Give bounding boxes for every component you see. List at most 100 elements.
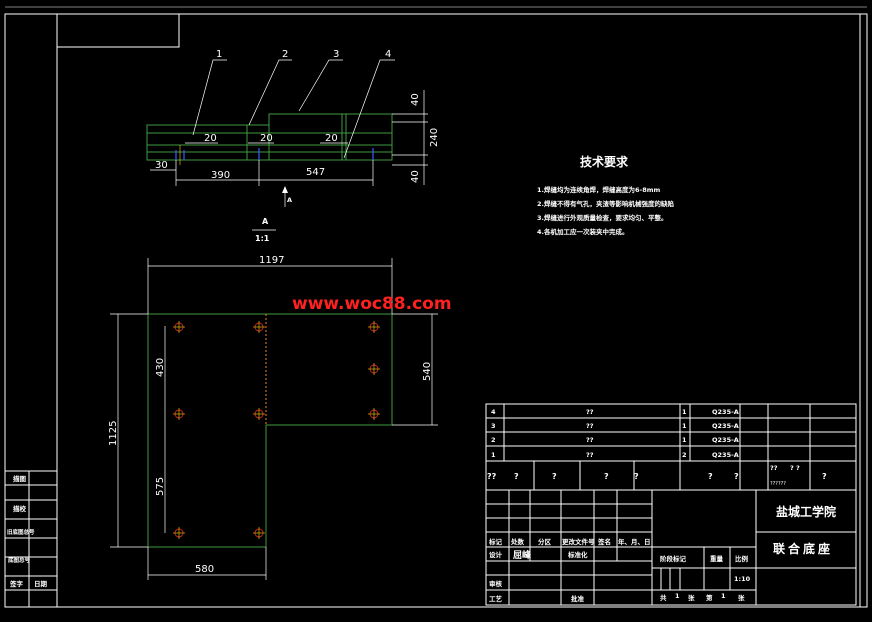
- callout-2: 2: [282, 49, 288, 60]
- tech-req-item-4: 4.各机加工应一次装夹中完成。: [537, 227, 629, 236]
- dim-h540: 540: [422, 362, 433, 381]
- tb-date: 年、月、日: [618, 537, 651, 546]
- side-block: 描图 描校 旧底图总号 底图总号 签字 日期: [4, 470, 58, 608]
- bom-row-3-material: Q235-A: [712, 436, 739, 444]
- dim-gap2: 20: [260, 133, 273, 144]
- tb-mark: 标记: [488, 537, 503, 546]
- tb-sign: 签名: [597, 537, 611, 546]
- tb-process: 工艺: [489, 594, 503, 603]
- hole-7: [368, 408, 380, 420]
- title-block: 标记 处数 分区 更改文件号 签名 年、月、日 设计 屈峰 标准化 审核 工艺 …: [485, 489, 857, 606]
- section-scale-note: A 1:1: [252, 217, 276, 243]
- dim-h240: 240: [429, 128, 440, 147]
- hole-3: [368, 321, 380, 333]
- watermark: www.woc88.com: [292, 294, 452, 314]
- tb-stage: 阶段标记: [660, 554, 687, 563]
- dim-h40-top: 40: [410, 93, 421, 106]
- bom-row-4-no: 1: [491, 451, 496, 459]
- bom-header-8: ? ?: [790, 464, 800, 472]
- section-letter: A: [262, 217, 269, 226]
- mounting-holes: [173, 321, 380, 539]
- dim-w390: 390: [211, 170, 230, 181]
- bom-row-3-name: ??: [586, 436, 594, 444]
- tb-zone: 分区: [538, 537, 552, 546]
- beam-part-1: [146, 124, 248, 161]
- dim-w580: 580: [195, 564, 214, 575]
- hole-6: [253, 408, 265, 420]
- bom-header-4: ?: [634, 472, 639, 481]
- side-block-border: [4, 470, 58, 608]
- tb-sheets-total-unit: 张: [688, 593, 695, 602]
- callout-leader-1: [192, 59, 227, 136]
- tb-sheets-total: 共: [660, 593, 667, 602]
- top-view: 1 2 3 4 20 20 20 40 240 40 30 390 547 A: [146, 49, 440, 207]
- bom-header-7: ??: [770, 464, 778, 472]
- tb-scale-label: 比例: [735, 554, 749, 563]
- tb-sheet-no: 第: [706, 593, 713, 602]
- bom-header-5: ?: [708, 472, 713, 481]
- technical-requirements: 技术要求 1.焊缝均为连续角焊，焊缝高度为6-8mm 2.焊缝不得有气孔，夹渣等…: [537, 154, 674, 236]
- bom-border: [485, 403, 857, 491]
- bom-header-6: ?: [734, 472, 739, 481]
- bom-row-1-material: Q235-A: [712, 408, 739, 416]
- tb-standard: 标准化: [567, 550, 588, 559]
- bom-header-2: ?: [552, 472, 557, 481]
- bom-row-3-qty: 1: [682, 436, 687, 444]
- hole-5: [173, 408, 185, 420]
- hole-4: [368, 363, 380, 375]
- bom-row-2-no: 3: [491, 422, 496, 430]
- hole-2: [253, 321, 265, 333]
- dim-gap3: 20: [325, 133, 338, 144]
- bom-table: 4 ?? 1 Q235-A 3 ?? 1 Q235-A 2 ?? 1 Q235-…: [485, 403, 857, 491]
- dim-h1125: 1125: [108, 421, 119, 446]
- tb-approve: 批准: [571, 594, 585, 603]
- inner-border: [56, 13, 861, 608]
- side-item-1: 描图: [13, 474, 27, 483]
- bom-header-0: ??: [487, 472, 497, 481]
- callout-leader-4: [343, 59, 395, 159]
- tb-change-doc: 更改文件号: [562, 537, 595, 546]
- tech-req-item-2: 2.焊缝不得有气孔，夹渣等影响机械强度的缺陷: [537, 199, 674, 208]
- dim-h575: 575: [155, 477, 166, 496]
- bom-header-1: ?: [514, 472, 519, 481]
- hole-9: [253, 527, 265, 539]
- tb-sheet-no-unit: 张: [738, 593, 745, 602]
- dim-w547: 547: [306, 167, 325, 178]
- tb-designer: 屈峰: [513, 549, 532, 561]
- side-item-6: 日期: [34, 579, 48, 588]
- callout-3: 3: [333, 49, 339, 60]
- bom-header-3: ?: [604, 472, 609, 481]
- hole-1: [173, 321, 185, 333]
- side-item-5: 签字: [9, 579, 24, 588]
- tb-institution: 盐城工学院: [776, 504, 836, 519]
- tb-scale-value: 1:10: [734, 575, 751, 583]
- bom-row-1-name: ??: [586, 408, 594, 416]
- bom-row-3-no: 2: [491, 436, 496, 444]
- tb-sheet-no-n: 1: [721, 592, 726, 600]
- tb-design: 设计: [489, 550, 503, 559]
- tb-drawing-name: 联合底座: [773, 541, 833, 556]
- side-item-3: 旧底图总号: [7, 528, 35, 536]
- side-item-4: 底图总号: [7, 556, 31, 564]
- plan-view: 1197 1125 430 575 540 580: [108, 255, 438, 580]
- bom-header-9: ?: [822, 472, 827, 481]
- callout-4: 4: [385, 49, 391, 60]
- beam-part-3: [268, 113, 393, 161]
- dim-w30: 30: [155, 160, 168, 171]
- bom-header-small: ??????: [770, 481, 786, 487]
- dim-w1197: 1197: [259, 255, 284, 266]
- callout-1: 1: [216, 49, 222, 60]
- section-arrow-label: A: [287, 196, 292, 204]
- base-outline: [147, 313, 393, 548]
- tech-req-item-1: 1.焊缝均为连续角焊，焊缝高度为6-8mm: [537, 185, 661, 194]
- bom-row-2-material: Q235-A: [712, 422, 739, 430]
- bom-row-2-qty: 1: [682, 422, 687, 430]
- callout-leader-3: [298, 59, 343, 112]
- bom-row-4-material: Q235-A: [712, 451, 739, 459]
- tb-weight: 重量: [710, 554, 724, 563]
- bom-row-1-qty: 1: [682, 408, 687, 416]
- tb-count: 处数: [510, 537, 525, 546]
- corner-tab: [57, 14, 180, 48]
- dim-gap1: 20: [204, 133, 217, 144]
